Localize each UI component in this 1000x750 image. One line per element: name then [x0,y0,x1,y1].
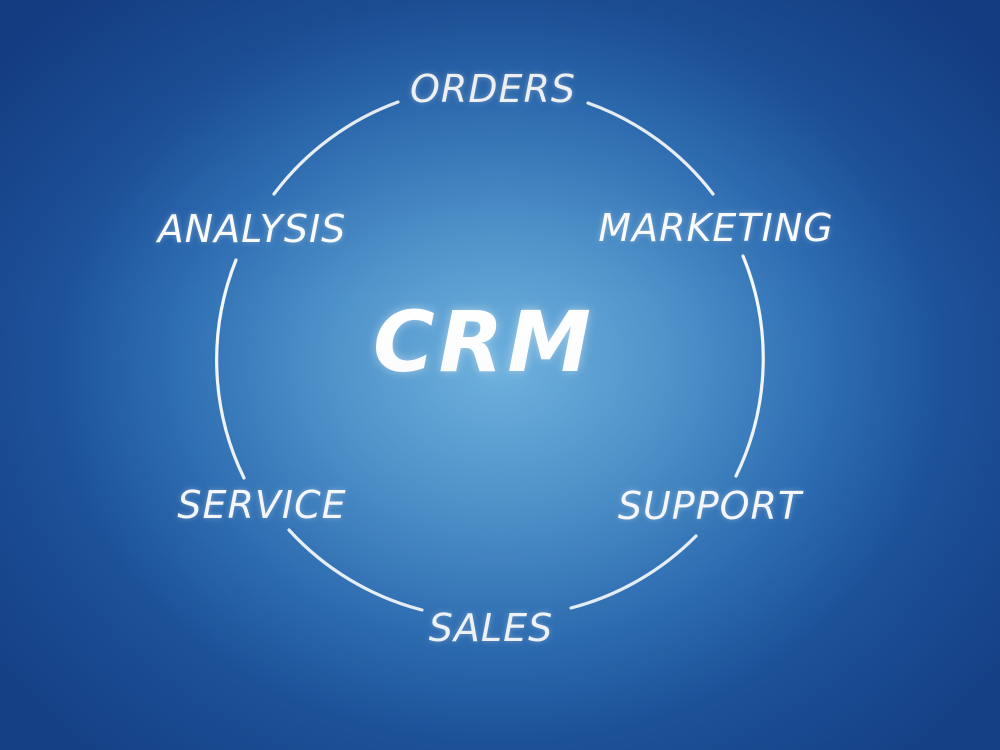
node-sales: SALES [428,606,554,650]
ring-arc-service-analysis [215,258,246,480]
ring-arc-support-sales [569,534,698,610]
node-service: SERVICE [177,483,347,527]
node-marketing: MARKETING [598,206,834,250]
ring-arc-sales-service [287,528,424,612]
center-label: CRM [373,293,595,391]
ring-arc-analysis-orders [272,100,400,196]
node-orders: ORDERS [409,67,577,111]
ring-arc-orders-marketing [586,101,715,196]
node-support: SUPPORT [617,484,803,528]
ring-arc-marketing-support [734,254,765,478]
node-analysis: ANALYSIS [157,207,347,251]
